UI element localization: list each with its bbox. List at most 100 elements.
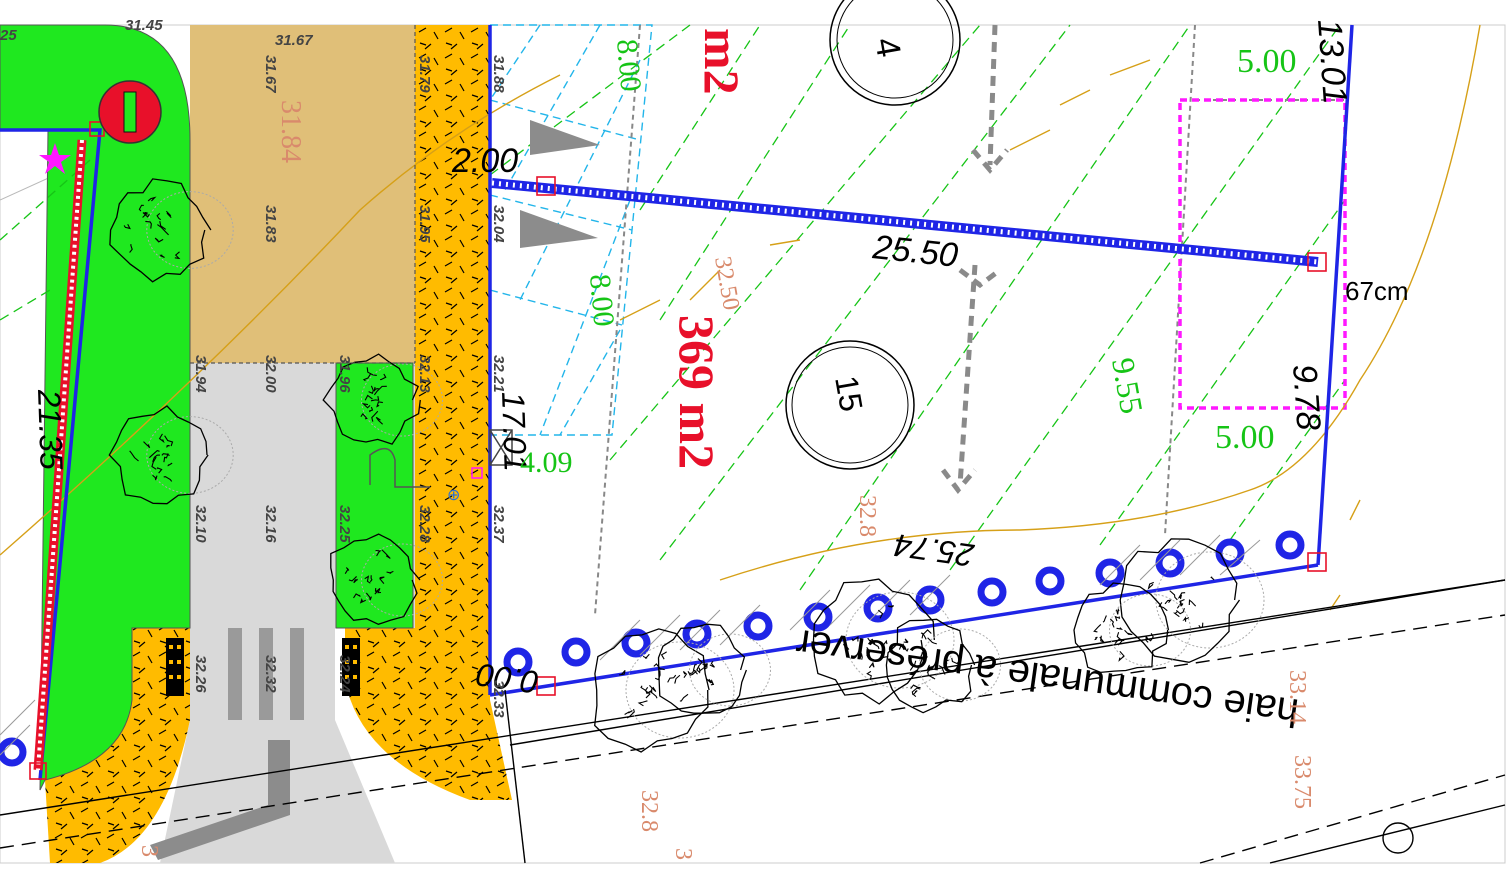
road-marking [150, 740, 290, 860]
dimension-25-50: 25.50 [870, 228, 960, 275]
hedge-ring-icon [561, 637, 591, 667]
spot-elev-31-83: 31.83 [262, 205, 279, 243]
contour-lines [0, 24, 1481, 611]
spot-elev-31-95: 31.95 [416, 205, 433, 243]
lot-circle-14 [829, 0, 961, 106]
cyan-grid [489, 24, 653, 436]
tree-symbol-icon [657, 623, 771, 714]
grid-8-00-bottom: 8.00 [583, 273, 620, 328]
sidewalk-texture [345, 25, 512, 800]
hedge-rings [0, 530, 1305, 767]
spot-elev-32-00: 32.00 [262, 355, 279, 393]
spot-elev-32-24: 32.24 [336, 655, 353, 693]
spot-elev-31-79: 31.79 [416, 55, 433, 93]
spot-elev-32-10: 32.10 [192, 505, 209, 543]
tree-symbol-icon [1073, 582, 1191, 674]
spot-elev-31-45: 31.45 [125, 17, 163, 34]
hydrant-marker-icon [471, 467, 483, 479]
elevation-33-14: 33.14 [1284, 670, 1310, 724]
red-chain [33, 139, 87, 771]
hedge-ring-icon [915, 585, 945, 615]
hedge-ring-icon [0, 737, 27, 767]
dimension-13-01: 13.01 [1310, 18, 1354, 106]
setback-5-00-bottom: 5.00 [1215, 419, 1275, 456]
spot-elev-31-88: 31.88 [490, 55, 507, 93]
spot-elev-31-67a: 31.67 [275, 32, 313, 49]
setback-5-00-top: 5.00 [1237, 43, 1297, 80]
tree-symbol-icon [108, 405, 234, 505]
spot-elev-31-94: 31.94 [192, 355, 209, 393]
grid-8-00-top: 8.00 [610, 38, 647, 93]
spot-elev-32-28: 32.28 [416, 505, 433, 543]
dimension-21-35: 21.35 [31, 388, 70, 470]
easement-chain [491, 178, 1319, 267]
hedge-ring-icon [1155, 548, 1185, 578]
road-edges [0, 579, 1506, 864]
dimension-17-01: 17.01 [495, 391, 534, 472]
manhole-icon [1382, 822, 1414, 854]
setback-zone [1178, 98, 1347, 410]
grid-4-09: 4.09 [520, 446, 573, 479]
hedge-ring-icon [803, 602, 833, 632]
elevation-33-75: 33.75 [1289, 755, 1315, 809]
hedge-ring-icon [977, 577, 1007, 607]
spot-elev-32-25: 32.25 [336, 505, 353, 543]
lot-circle-14-inner [836, 0, 954, 99]
median-path [369, 447, 430, 488]
sidewalk-left-texture [45, 628, 190, 863]
tree-symbol-icon [812, 578, 955, 705]
spot-elev-32-37: 32.37 [490, 505, 507, 543]
spot-elev-32-21: 32.21 [490, 355, 507, 393]
utility-box-icon [489, 429, 513, 466]
flow-arrow-icon [941, 24, 1009, 495]
wedge-marker-2 [520, 210, 598, 248]
trees [108, 178, 1265, 753]
dimension-9-78: 9.78 [1285, 363, 1328, 432]
spot-elev-32-32: 32.32 [262, 655, 279, 693]
no-entry-sign-icon [98, 80, 162, 144]
spot-elev-31-67b: 31.67 [262, 55, 279, 93]
star-marker-icon [39, 143, 71, 174]
corner-markers [29, 121, 1327, 780]
dimension-2-00: 2.00 [451, 142, 518, 180]
hedge-ring-icon [621, 628, 651, 658]
lawn-median [335, 362, 414, 629]
hedge-ring-icon [743, 611, 773, 641]
spot-elev-32-16: 32.16 [262, 505, 279, 543]
spot-elev-25: 25 [0, 27, 17, 44]
tree-symbol-icon [885, 618, 1001, 714]
lot-number-15: 15 [828, 373, 870, 414]
valve-icon: ⊕ [447, 487, 460, 504]
parking-area [190, 25, 415, 363]
lot-circle-15 [785, 340, 915, 470]
hedge-ring-icon [1095, 558, 1125, 588]
hedge-ring-icon [863, 593, 893, 623]
tree-symbol-icon [594, 628, 735, 753]
dimension-0-00: 0.00 [474, 656, 541, 700]
crosswalk [228, 628, 304, 720]
parking-dividers [190, 25, 416, 364]
bench-icon [166, 638, 360, 696]
area-label-main: 369 m2 [669, 315, 725, 469]
hedge-ring-icon [1035, 566, 1065, 596]
elevation-32-8-bottom: 32.8 [636, 790, 662, 832]
wedge-marker-1 [530, 120, 600, 155]
tree-symbol-icon [109, 178, 234, 283]
spot-elev-32-26: 32.26 [192, 655, 209, 693]
tree-symbol-icon [330, 533, 443, 625]
spot-elev-32-13: 32.13 [416, 355, 433, 393]
spot-elev-31-96: 31.96 [336, 355, 353, 393]
elevation-3-b: 3 [136, 845, 162, 857]
spot-elev-32-33: 32.33 [490, 680, 507, 718]
lot-circle-15-inner [791, 346, 909, 464]
hedge-ring-icon [503, 647, 533, 677]
spot-elev-32-04: 32.04 [490, 205, 507, 243]
dimension-67cm: 67cm [1345, 276, 1409, 306]
hedge-ring-icon [682, 619, 712, 649]
elevation-31-84: 31.84 [275, 100, 306, 163]
elevation-3-a: 3 [670, 848, 696, 860]
bench-icon-dots [169, 645, 357, 679]
tree-symbol-icon [322, 353, 443, 445]
elevation-32-8-top: 32.8 [854, 495, 880, 537]
